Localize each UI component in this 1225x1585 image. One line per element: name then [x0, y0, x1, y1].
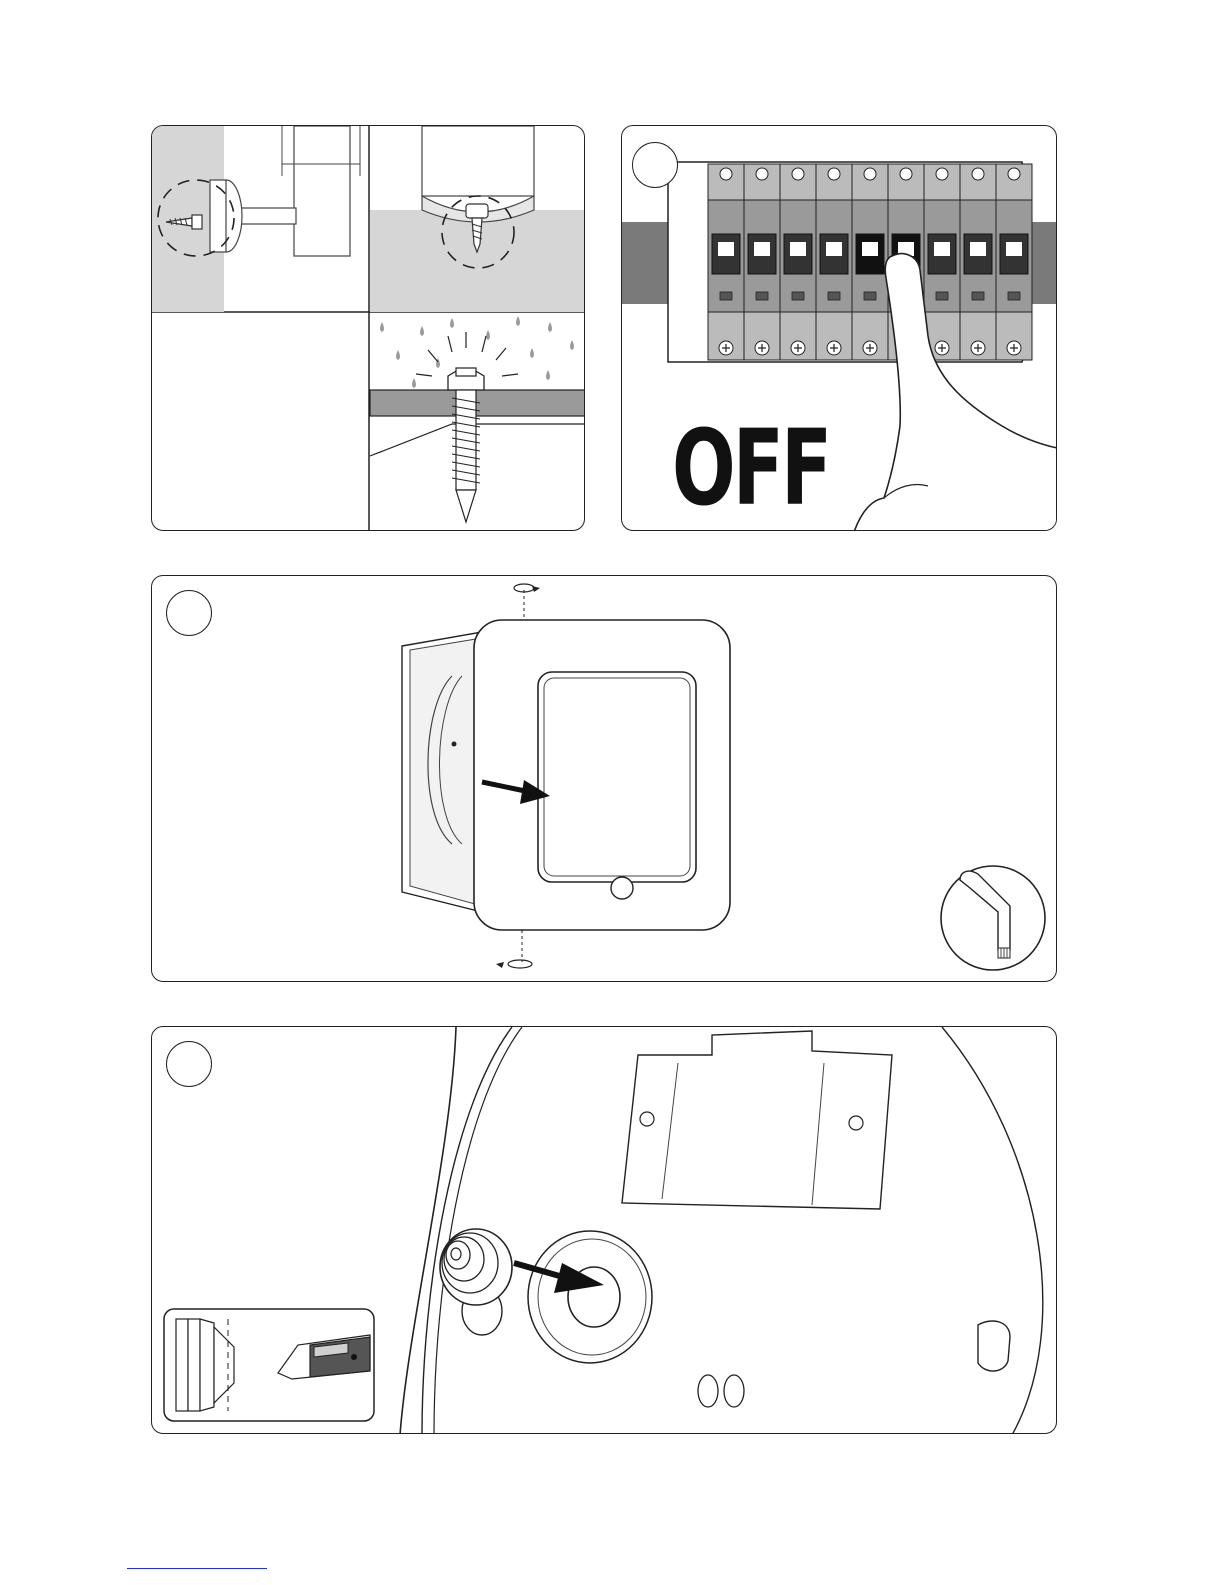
- grommet-icon: [440, 1229, 512, 1305]
- footer-link-underline[interactable]: [127, 1568, 267, 1569]
- mounting-bracket: [622, 1031, 892, 1209]
- panel-remove-cover: [151, 575, 1057, 982]
- step-number-circle: [166, 1041, 212, 1087]
- screw-icon: [416, 332, 518, 522]
- step-number-circle: [166, 590, 212, 636]
- grommet-illustration: [152, 1027, 1057, 1434]
- off-label: OFF: [672, 416, 829, 520]
- cover-illustration: [152, 576, 1057, 982]
- mounting-illustration: [152, 126, 585, 531]
- lamp-body: [402, 632, 482, 912]
- lamp-cover: [474, 620, 730, 930]
- panel-power-off: OFF: [621, 125, 1057, 531]
- panel-mounting: [151, 125, 585, 531]
- lamp-side-view: [210, 126, 360, 256]
- panel-grommet: [151, 1026, 1057, 1434]
- hex-key-icon: [941, 866, 1045, 970]
- cable-entry-hole: [528, 1231, 652, 1363]
